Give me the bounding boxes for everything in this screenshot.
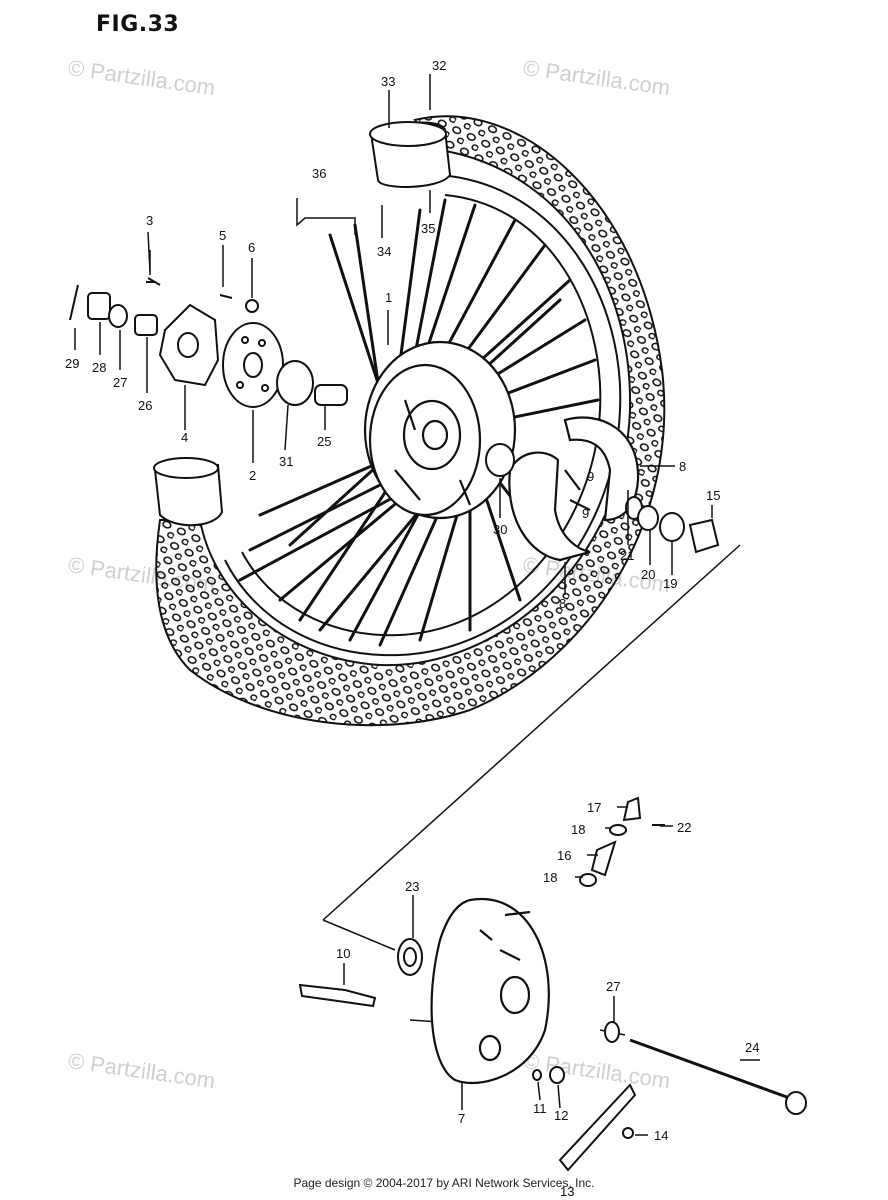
callout-3: 3 [146, 213, 153, 228]
right-hardware [485, 443, 720, 554]
callout-9a: 9 [587, 469, 594, 484]
callout-17: 17 [587, 800, 601, 815]
disc-plate [222, 322, 284, 408]
callout-8a: 8 [679, 459, 686, 474]
callout-36: 36 [312, 166, 326, 181]
callout-18a: 18 [571, 822, 585, 837]
rim-band [153, 457, 224, 527]
callout-6: 6 [248, 240, 255, 255]
callout-7: 7 [458, 1111, 465, 1126]
callout-11: 11 [533, 1101, 547, 1116]
callout-16: 16 [557, 848, 571, 863]
callout-22: 22 [677, 820, 691, 835]
lower-leader-lines [343, 806, 760, 1136]
callout-10: 10 [336, 946, 350, 961]
callout-18b: 18 [543, 870, 557, 885]
callout-8b: 8 [559, 596, 566, 611]
callout-27b: 27 [606, 979, 620, 994]
figure-title: FIG.33 [96, 12, 180, 37]
callout-9b: 9 [582, 506, 589, 521]
brake-panel [430, 897, 550, 1084]
callout-28: 28 [92, 360, 106, 375]
page-footer: Page design © 2004-2017 by ARI Network S… [293, 1176, 595, 1190]
callout-5: 5 [219, 228, 226, 243]
callout-21: 21 [620, 548, 634, 563]
hub [363, 340, 517, 520]
callout-31: 31 [279, 454, 293, 469]
callout-30: 30 [493, 522, 507, 537]
callout-34: 34 [377, 244, 391, 259]
spokes [238, 198, 600, 647]
callout-14: 14 [654, 1128, 668, 1143]
callout-25: 25 [317, 434, 331, 449]
small-hardware [69, 277, 348, 406]
tire [155, 115, 666, 727]
tube-part [369, 121, 452, 188]
callout-32: 32 [432, 58, 446, 73]
sprocket-adaptor [158, 303, 220, 387]
callout-13: 13 [560, 1184, 574, 1199]
callout-29: 29 [65, 356, 79, 371]
callout-15: 15 [706, 488, 720, 503]
callout-19: 19 [663, 576, 677, 591]
lower-hardware [298, 796, 807, 1172]
callout-1: 1 [385, 290, 392, 305]
callout-35: 35 [421, 221, 435, 236]
callout-26: 26 [138, 398, 152, 413]
callout-27a: 27 [113, 375, 127, 390]
callout-12: 12 [554, 1108, 568, 1123]
callout-23: 23 [405, 879, 419, 894]
callout-labels: 32 33 36 34 35 1 3 5 6 29 28 27 26 4 2 3… [65, 58, 759, 1199]
leader-lines [74, 74, 741, 1036]
callout-4: 4 [181, 430, 188, 445]
callout-2: 2 [249, 468, 256, 483]
callout-33: 33 [381, 74, 395, 89]
callout-20: 20 [641, 567, 655, 582]
callout-24: 24 [745, 1040, 759, 1055]
